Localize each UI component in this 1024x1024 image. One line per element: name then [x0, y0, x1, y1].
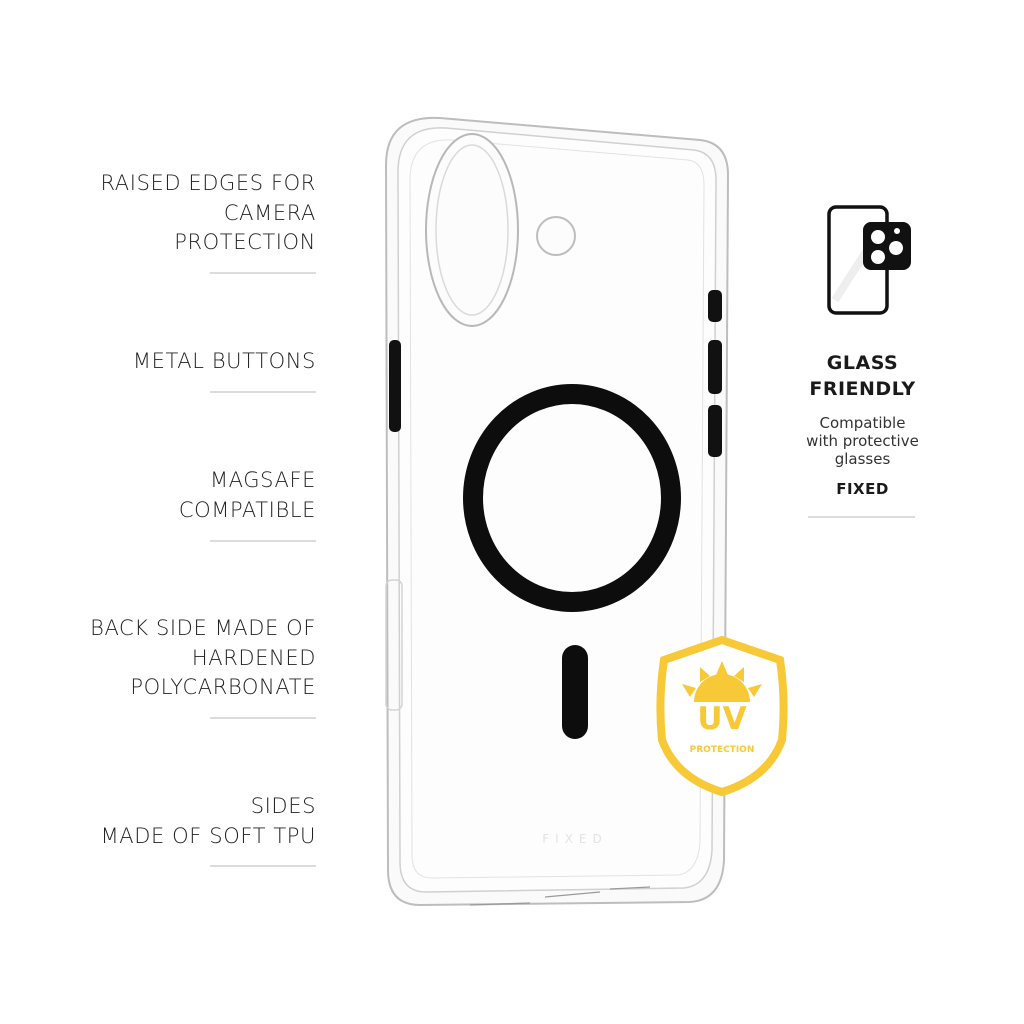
uv-protection-badge [656, 635, 788, 797]
case-inner-lip [409, 139, 705, 879]
case-logo: FIXED [542, 832, 608, 846]
divider [210, 540, 316, 542]
feature-line: MADE OF SOFT TPU [100, 823, 316, 848]
feature-back-side: BACK SIDE MADE OF HARDENED POLYCARBONATE [90, 614, 316, 703]
feature-line: PROTECTION [174, 230, 316, 254]
feature-line: POLYCARBONATE [130, 675, 316, 699]
divider [808, 516, 915, 518]
divider [210, 391, 316, 393]
title-line: FRIENDLY [809, 378, 916, 400]
desc-line: glasses [834, 450, 891, 468]
divider [210, 272, 316, 274]
bottom-port-details [469, 886, 651, 906]
right-button-2 [708, 340, 722, 394]
desc-line: with protective [806, 432, 919, 450]
right-button-1 [708, 290, 722, 322]
feature-line: HARDENED [191, 645, 316, 670]
magsafe-ring [463, 384, 681, 612]
magsafe-alignment-bar [562, 645, 588, 739]
flash-cutout [536, 216, 576, 256]
glass-friendly-title: GLASS FRIENDLY [790, 350, 935, 402]
glass-friendly-description: Compatible with protective glasses [790, 414, 935, 468]
divider [210, 717, 316, 719]
phone-with-glass-icon [827, 205, 911, 315]
feature-line: BACK SIDE MADE OF [90, 616, 316, 640]
title-line: GLASS [826, 352, 899, 374]
feature-sides: SIDES MADE OF SOFT TPU [101, 792, 316, 851]
right-button-3 [708, 405, 722, 457]
camera-cutout-inner [435, 144, 509, 316]
brand-label: FIXED [836, 480, 889, 498]
feature-metal-buttons: METAL BUTTONS [133, 347, 316, 377]
feature-line: MAGSAFE [209, 468, 316, 492]
camera-cutout [425, 133, 519, 327]
feature-magsafe: MAGSAFE COMPATIBLE [179, 466, 316, 525]
feature-line: CAMERA [223, 200, 316, 225]
feature-line: COMPATIBLE [178, 497, 316, 522]
left-action-button [389, 340, 401, 432]
feature-line: SIDES [250, 794, 316, 818]
feature-line: RAISED EDGES FOR [100, 171, 316, 195]
desc-line: Compatible [819, 414, 906, 432]
divider [210, 865, 316, 867]
sun-icon [682, 661, 762, 702]
feature-line: METAL BUTTONS [132, 349, 316, 373]
uv-title: UV [697, 701, 747, 737]
left-side-grip [385, 579, 403, 711]
feature-camera-protection: RAISED EDGES FOR CAMERA PROTECTION [100, 169, 316, 258]
uv-subtitle: PROTECTION [689, 745, 755, 755]
